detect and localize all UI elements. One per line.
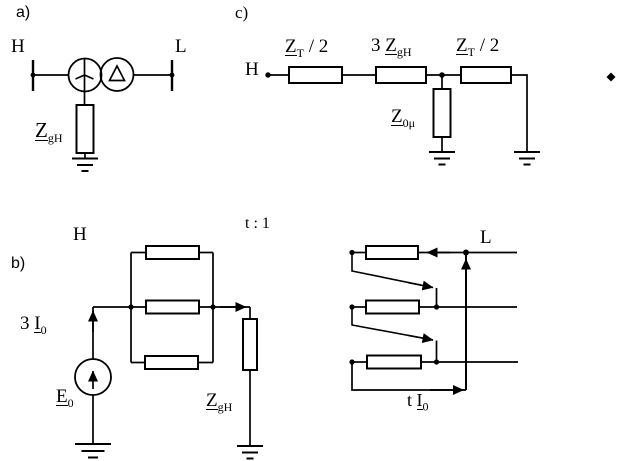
label-zgh-b: ZgH [206,390,233,414]
impedance-box-3zgh [375,66,427,84]
junction-dot [210,304,216,310]
panel-b-delta-side [349,245,518,395]
junction-dot [128,304,134,310]
zigzag-wire [351,307,434,341]
wire [511,74,528,151]
panel-b-source-side [74,245,264,460]
junction-dot [349,359,355,365]
wye-icon [75,59,94,105]
ground-icon [236,445,264,460]
impedance-box-z0mu [432,88,452,138]
junction-dot [433,359,440,365]
junction-dot [439,72,445,78]
panel-a-circuit [30,57,175,172]
wire [351,362,466,391]
current-arrow-diagonal [407,280,434,291]
resistor-box [145,299,200,315]
ground-icon [513,151,541,166]
resistor-box [365,245,419,260]
resistor-box [145,245,200,260]
panel-c-circuit [265,66,616,166]
zigzag-wire [351,252,434,289]
impedance-box-zt-left [288,66,343,84]
terminal-label-l: L [175,36,187,57]
junction-dot [349,249,355,256]
label-zt-right: ZT / 2 [456,35,500,59]
label-z0mu: Z0μ [391,106,416,130]
transformer-winding-circle-lv [99,57,135,92]
resistor-box [366,354,422,370]
label-zgh-a: ZgH [35,118,63,146]
label-zt-left: ZT / 2 [285,36,329,60]
panel-c-tag: c) [235,3,249,22]
terminal-label-h-b: H [73,224,87,245]
junction-dot [349,304,355,310]
label-ti0: t I0 [407,390,429,414]
ground-icon [71,157,99,172]
resistor-box [144,355,199,370]
terminal-label-h: H [11,36,25,57]
delta-icon [108,64,126,82]
label-3i0: 3 I0 [20,313,47,337]
impedance-box-zgh [242,318,258,371]
terminal-label-h-c: H [245,59,259,80]
label-turns-ratio: t : 1 [245,215,270,232]
impedance-box-zt-right [460,66,512,84]
junction-dot [433,304,440,310]
junction-dot [463,249,469,256]
impedance-box-zgh [75,104,95,154]
junction-dot [169,72,175,78]
current-arrow-diagonal [407,333,434,344]
junction-dot [30,72,36,78]
terminal-label-l-b: L [480,227,492,248]
label-e0: E0 [56,386,74,410]
panel-b-tag: b) [11,255,26,272]
label-3zgh: 3 ZgH [371,35,412,59]
panel-a-tag: a) [16,4,31,21]
diamond-icon [606,72,616,82]
ground-icon [74,443,112,459]
ground-icon [428,151,456,166]
resistor-box [365,299,420,315]
